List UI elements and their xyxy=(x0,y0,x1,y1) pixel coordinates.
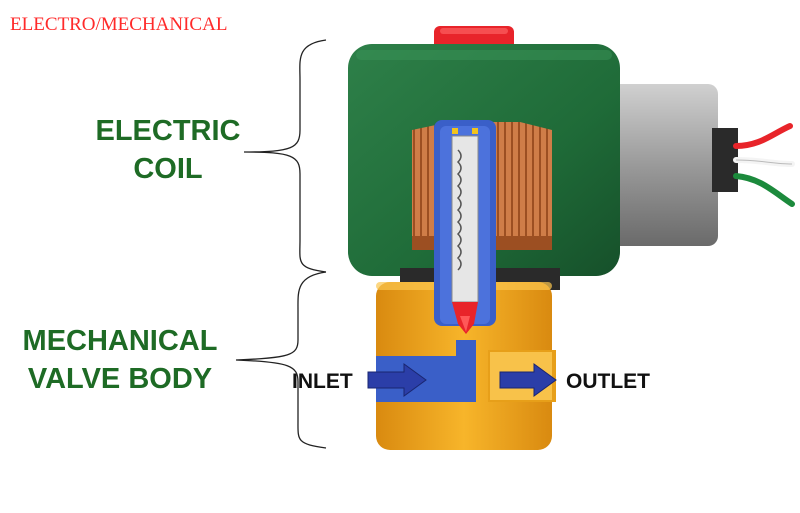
red-wire xyxy=(733,123,793,149)
valve-body-label-line1: MECHANICAL xyxy=(22,325,218,357)
valve-body-label: MECHANICAL VALVE BODY xyxy=(10,322,230,398)
diagram-title: ELECTRO/MECHANICAL xyxy=(10,14,228,35)
outlet-label: OUTLET xyxy=(566,370,650,393)
electric-coil-label-line2: COIL xyxy=(133,153,203,185)
valve-body-label-line2: VALVE BODY xyxy=(27,363,213,395)
inlet-flow-arrow xyxy=(367,363,427,397)
plunger-spring xyxy=(456,149,462,271)
connector-housing xyxy=(610,84,718,246)
coil-brace xyxy=(243,39,327,273)
plunger xyxy=(451,135,479,303)
inlet-label: INLET xyxy=(292,370,353,393)
outlet-flow-arrow xyxy=(499,363,557,397)
white-wire-outline xyxy=(735,159,793,165)
electric-coil-label-line1: ELECTRIC xyxy=(95,115,241,147)
green-wire xyxy=(733,173,795,207)
valve-brace xyxy=(235,271,327,449)
electric-coil-label: ELECTRIC COIL xyxy=(88,112,248,188)
